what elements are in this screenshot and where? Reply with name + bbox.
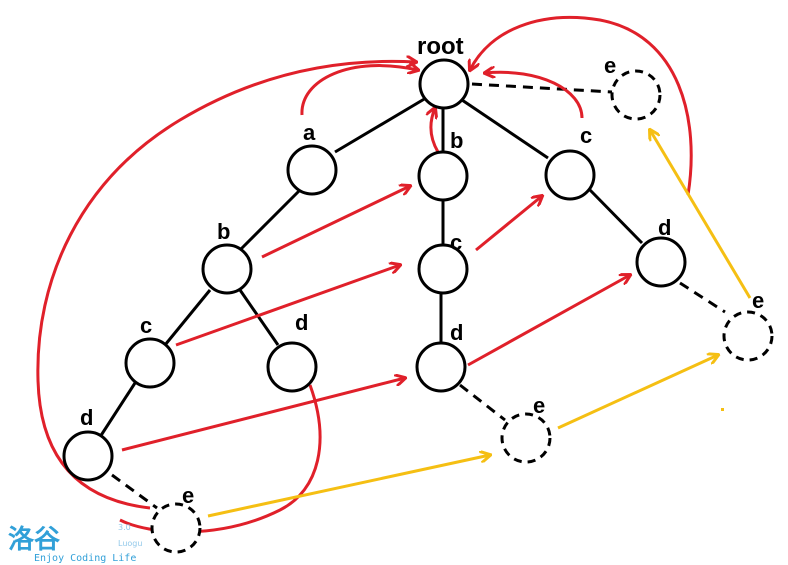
- edge-a-b: [238, 188, 302, 252]
- node-e: [610, 69, 662, 121]
- edge-root-c: [461, 98, 549, 160]
- edge-abcd-e: [111, 473, 158, 510]
- edge-bcd-e: [459, 383, 506, 422]
- logo-version: 3.0: [118, 523, 131, 532]
- node-bcde: [500, 412, 552, 464]
- logo-tagline: Enjoy Coding Life: [34, 553, 136, 564]
- dict-dot: [721, 408, 724, 411]
- label-cde: e: [752, 288, 764, 313]
- label-root: root: [417, 33, 464, 60]
- fail-e-root: [470, 15, 693, 196]
- node-bcd: [415, 341, 467, 393]
- dashed-edges: [111, 82, 726, 510]
- fail-a-root: [300, 66, 418, 116]
- fail-c-root: [485, 72, 584, 119]
- logo-name: 洛谷: [8, 524, 61, 555]
- label-bcde: e: [533, 393, 545, 418]
- edge-c-d3: [588, 188, 644, 245]
- dict-abcde-bcde: [207, 455, 490, 518]
- node-b: [417, 150, 469, 202]
- node-bc: [417, 243, 469, 295]
- node-abd: [266, 341, 318, 393]
- fail-abcd-bcd: [121, 378, 405, 452]
- label-e: e: [604, 53, 616, 78]
- tree-edges: [98, 96, 644, 438]
- label-ab: b: [217, 219, 230, 244]
- fail-b-root: [431, 108, 440, 153]
- luogu-logo: 洛谷 3.0 Luogu Enjoy Coding Life: [8, 523, 142, 564]
- node-labels: root a b c d d e b c d e c d e e: [80, 33, 764, 508]
- dict-links: [207, 130, 752, 518]
- fail-abc-bc: [175, 265, 400, 347]
- edge-root-a: [334, 96, 427, 154]
- node-abc: [124, 337, 176, 389]
- label-cd: d: [658, 215, 671, 240]
- fail-bcd-cd: [467, 275, 630, 367]
- label-b: b: [450, 128, 463, 153]
- node-cd: [635, 236, 687, 288]
- logo-brand: Luogu: [118, 539, 142, 548]
- edge-cd-e: [679, 281, 726, 314]
- label-c: c: [580, 123, 592, 148]
- label-bcd: d: [450, 320, 463, 345]
- edge-c-d: [98, 382, 137, 438]
- label-abcde: e: [182, 483, 194, 508]
- fail-bc-c: [475, 196, 542, 252]
- node-root: [418, 58, 470, 110]
- fail-links: [36, 15, 693, 534]
- nodes: [62, 58, 774, 554]
- node-abcd: [62, 430, 114, 482]
- fail-ab-b: [261, 186, 410, 259]
- edge-b-c: [163, 289, 212, 346]
- label-abd: d: [295, 310, 308, 335]
- label-abc: c: [140, 313, 152, 338]
- label-a: a: [303, 120, 316, 145]
- label-abcd: d: [80, 405, 93, 430]
- node-ab: [201, 243, 253, 295]
- edge-b-d: [238, 289, 280, 346]
- dict-cde-e: [650, 130, 752, 299]
- edge-root-e: [471, 82, 613, 94]
- node-a: [286, 144, 338, 196]
- node-c: [544, 149, 596, 201]
- label-bc: c: [450, 230, 462, 255]
- node-abcde: [150, 502, 202, 554]
- fail-abcd-root: [36, 61, 416, 510]
- node-cde: [722, 310, 774, 362]
- dict-bcde-cde: [557, 355, 718, 430]
